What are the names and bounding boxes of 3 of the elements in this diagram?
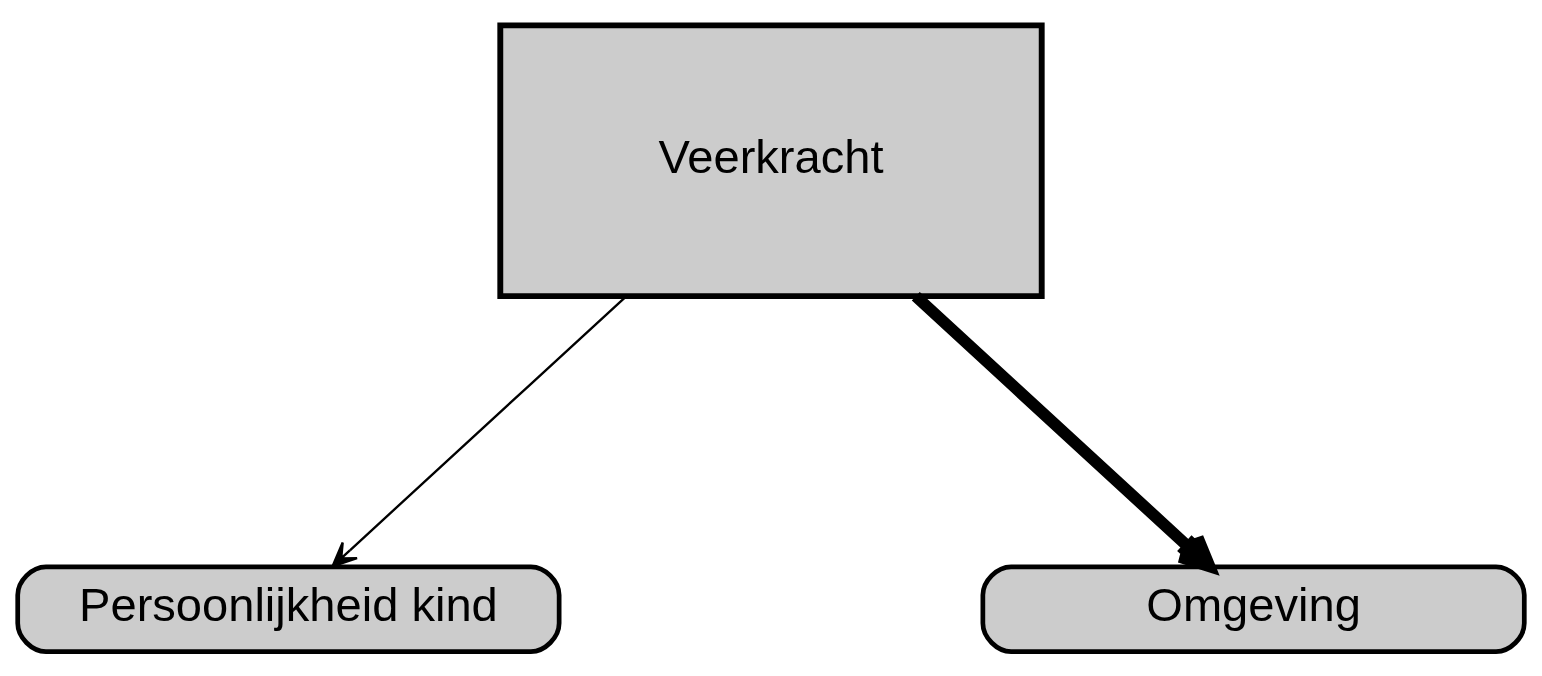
node-box: Persoonlijkheid kind: [15, 564, 562, 654]
node-box: Omgeving: [980, 564, 1527, 654]
node-box: Veerkracht: [497, 21, 1045, 299]
